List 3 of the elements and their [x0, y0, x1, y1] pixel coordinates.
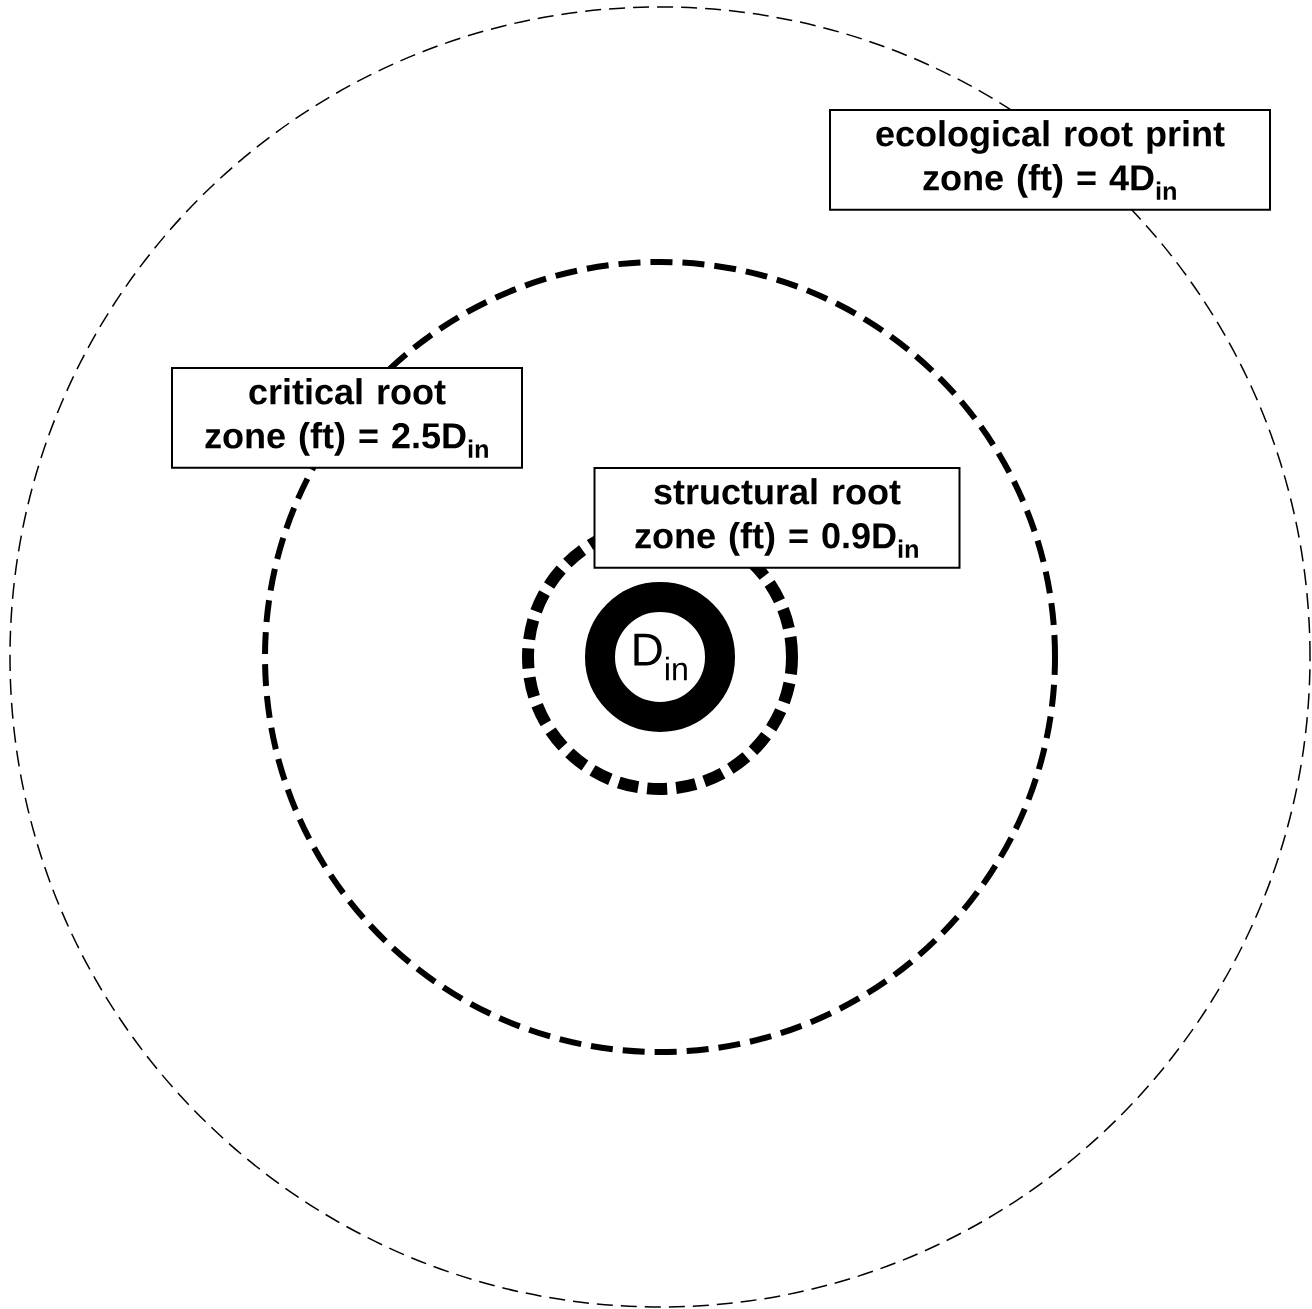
label-box: structural root zone (ft) = 0.9D$_{in}$ [593, 467, 961, 569]
label-box: ecological root print zone (ft) = 4D$_{in}$ [829, 109, 1271, 211]
label-box: critical root zone (ft) = 2.5D$_{in}$ [171, 367, 523, 469]
